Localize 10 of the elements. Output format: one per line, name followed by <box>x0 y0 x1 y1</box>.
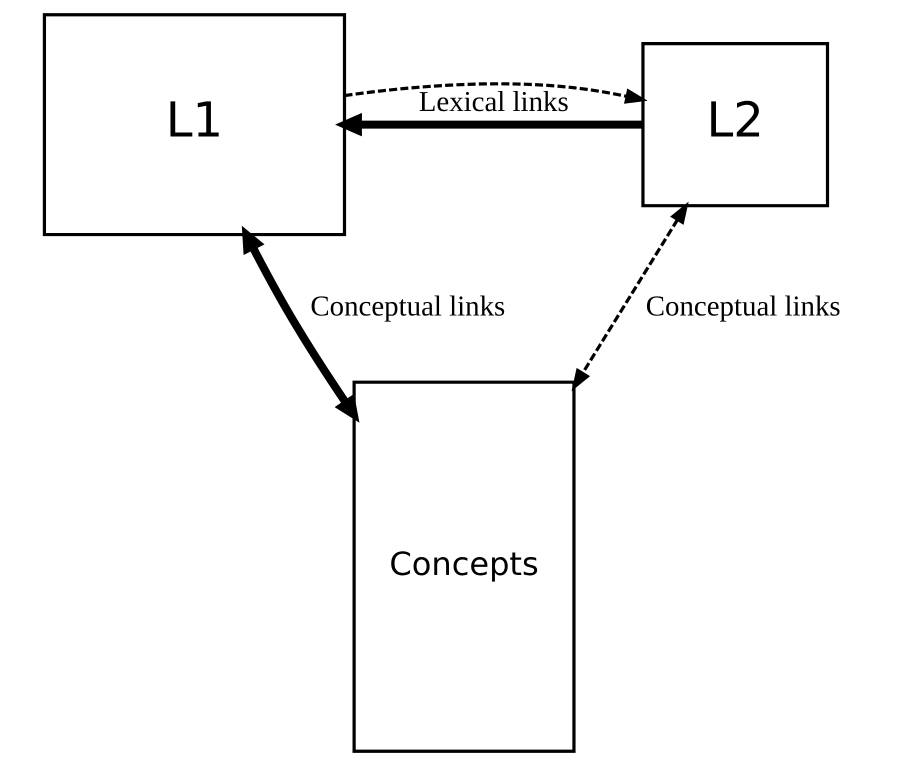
node-box: L1 <box>42 13 346 236</box>
edge-label: Conceptual links <box>310 290 505 322</box>
arrow <box>334 112 642 136</box>
node-box: Concepts <box>352 380 576 753</box>
arrow <box>241 226 359 423</box>
edge-label: Lexical links <box>418 86 568 118</box>
arrow <box>344 82 648 104</box>
node-box: L2 <box>640 42 829 208</box>
edge-label: Conceptual links <box>645 290 840 322</box>
arrow <box>571 202 688 392</box>
